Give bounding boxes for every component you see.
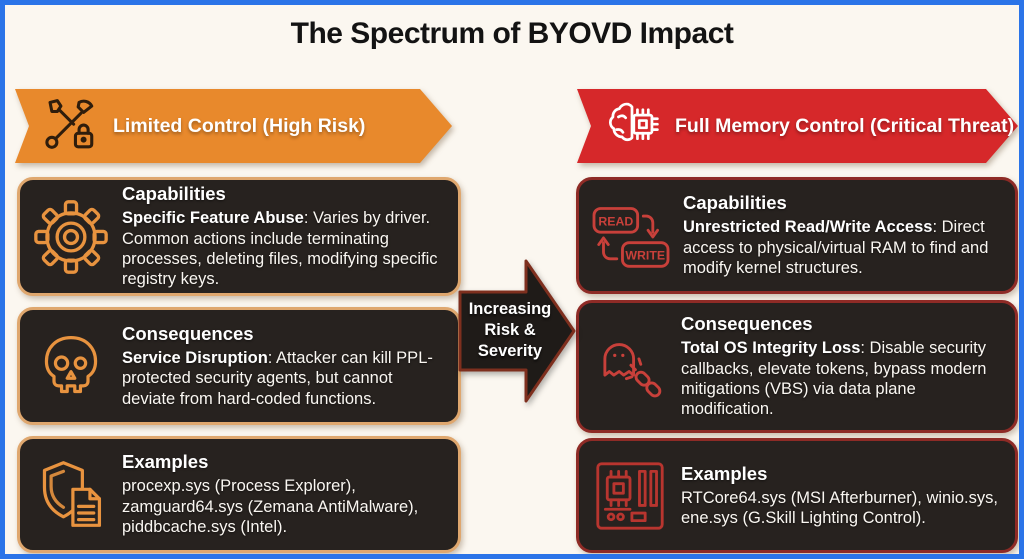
- read-label: READ: [598, 214, 633, 228]
- tools-lock-icon: [41, 97, 99, 155]
- increasing-risk-arrow: Increasing Risk & Severity: [458, 257, 578, 405]
- banner-limited-control: Limited Control (High Risk): [15, 89, 452, 163]
- card-heading: Capabilities: [122, 183, 226, 205]
- card-heading: Examples: [122, 451, 209, 473]
- limited-consequences-card: Consequences Service Disruption: Attacke…: [17, 307, 461, 425]
- card-heading: Capabilities: [683, 192, 787, 214]
- shield-document-icon: [32, 459, 110, 531]
- page-title: The Spectrum of BYOVD Impact: [290, 17, 734, 50]
- arrow-label: Increasing Risk & Severity: [460, 299, 560, 362]
- card-body: RTCore64.sys (MSI Afterburner), winio.sy…: [681, 488, 1001, 529]
- card-heading: Examples: [681, 462, 768, 484]
- brain-chip-icon: [603, 97, 661, 155]
- banner-limited-label: Limited Control (High Risk): [113, 114, 366, 137]
- card-body-text: : Disable security callbacks, elevate to…: [681, 339, 987, 419]
- card-heading: Consequences: [122, 322, 254, 344]
- card-body: Total OS Integrity Loss: Disable securit…: [681, 338, 1001, 420]
- skull-icon: [32, 332, 110, 400]
- banner-full-memory-label: Full Memory Control (Critical Threat): [675, 114, 1015, 137]
- card-body-text: : Attacker can kill PPL-protected securi…: [122, 348, 433, 408]
- card-lead: Total OS Integrity Loss: [681, 339, 861, 358]
- gear-icon: [32, 199, 110, 274]
- card-lead: Specific Feature Abuse: [122, 209, 304, 228]
- limited-examples-card: Examples procexp.sys (Process Explorer),…: [17, 436, 461, 553]
- full-examples-card: Examples RTCore64.sys (MSI Afterburner),…: [576, 438, 1018, 553]
- arrow-label-line2: Risk &: [484, 321, 536, 340]
- ghost-broken-chain-icon: [591, 332, 669, 402]
- card-lead: Unrestricted Read/Write Access: [683, 218, 933, 237]
- limited-capabilities-card: Capabilities Specific Feature Abuse: Var…: [17, 177, 461, 296]
- card-body: Unrestricted Read/Write Access: Direct a…: [683, 217, 1001, 278]
- motherboard-icon: [591, 460, 669, 532]
- card-heading: Consequences: [681, 313, 813, 335]
- card-body-text: RTCore64.sys (MSI Afterburner), winio.sy…: [681, 488, 998, 527]
- full-capabilities-card: READ WRITE Capabilities Unrestricted Rea…: [576, 177, 1018, 294]
- right-arrow-shape: [458, 259, 576, 403]
- card-body-text: : Varies by driver. Common actions inclu…: [122, 209, 438, 289]
- arrow-label-line1: Increasing: [468, 300, 552, 318]
- read-write-icon: READ WRITE: [591, 199, 671, 273]
- card-body: Service Disruption: Attacker can kill PP…: [122, 348, 444, 409]
- full-consequences-card: Consequences Total OS Integrity Loss: Di…: [576, 300, 1018, 433]
- card-body: Specific Feature Abuse: Varies by driver…: [122, 208, 444, 290]
- banner-full-memory-control: Full Memory Control (Critical Threat): [577, 89, 1018, 163]
- arrow-label-line3: Severity: [477, 342, 543, 361]
- card-body: procexp.sys (Process Explorer), zamguard…: [122, 476, 444, 537]
- card-body-text: procexp.sys (Process Explorer), zamguard…: [122, 477, 419, 537]
- card-body-text: : Direct access to physical/virtual RAM …: [683, 218, 989, 278]
- write-label: WRITE: [625, 248, 665, 262]
- card-lead: Service Disruption: [122, 348, 268, 367]
